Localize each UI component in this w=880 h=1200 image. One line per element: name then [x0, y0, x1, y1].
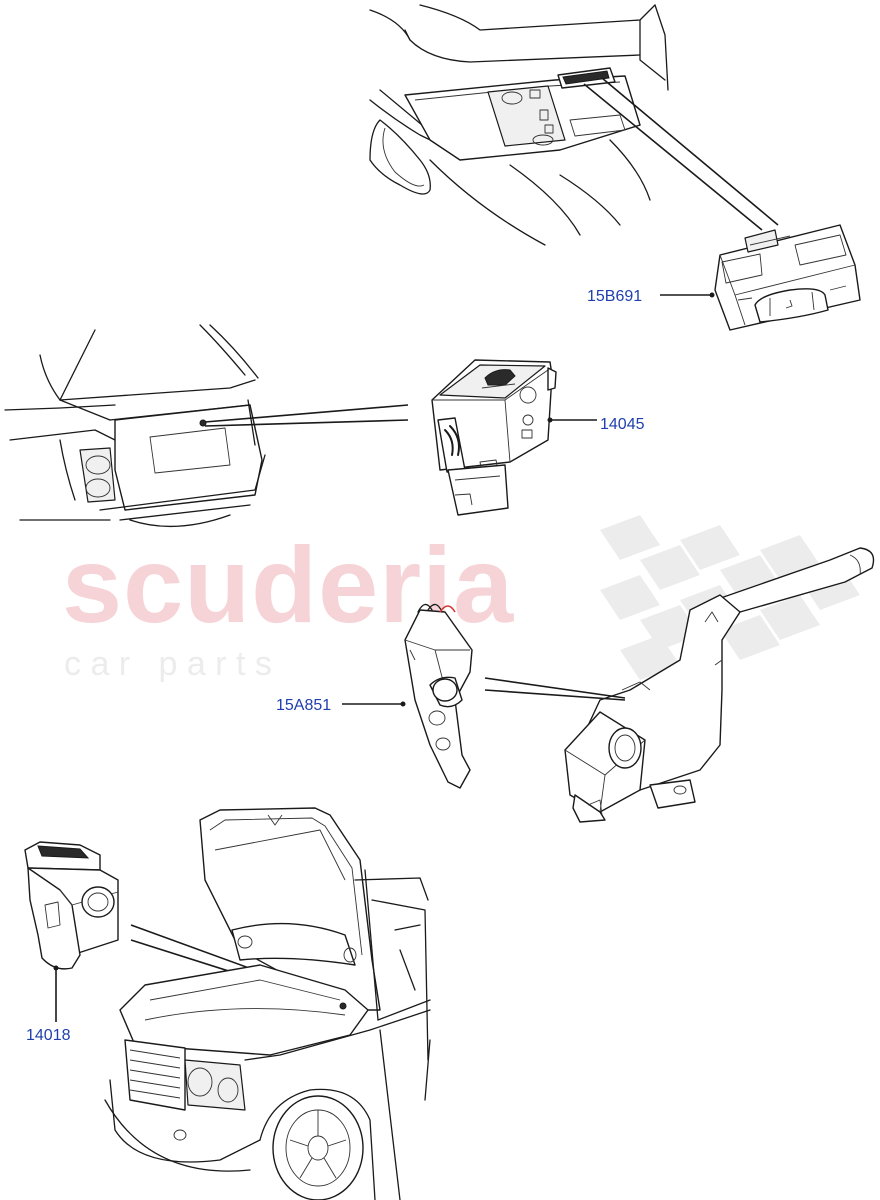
- vehicle-front-illustration: [104, 807, 431, 1200]
- callout-label-15B691[interactable]: 15B691: [587, 288, 642, 305]
- vehicle-rear-illustration: [4, 324, 409, 528]
- callout-label-14018[interactable]: 14018: [26, 1027, 71, 1044]
- overhead-switch-part: [714, 224, 861, 331]
- callout-15B691: 15B691: [587, 288, 715, 305]
- watermark-tagline: c a r p a r t s: [64, 645, 272, 683]
- callout-14018: 14018: [26, 965, 71, 1044]
- callout-14045: 14045: [547, 416, 645, 433]
- handbrake-switch-part: [404, 603, 473, 789]
- callout-label-14045[interactable]: 14045: [600, 416, 645, 433]
- callout-15A851: 15A851: [276, 697, 406, 714]
- tailgate-switch-part: [431, 359, 557, 516]
- handbrake-illustration: [484, 547, 875, 823]
- overhead-console-illustration: [369, 4, 779, 246]
- callout-label-15A851[interactable]: 15A851: [276, 697, 331, 714]
